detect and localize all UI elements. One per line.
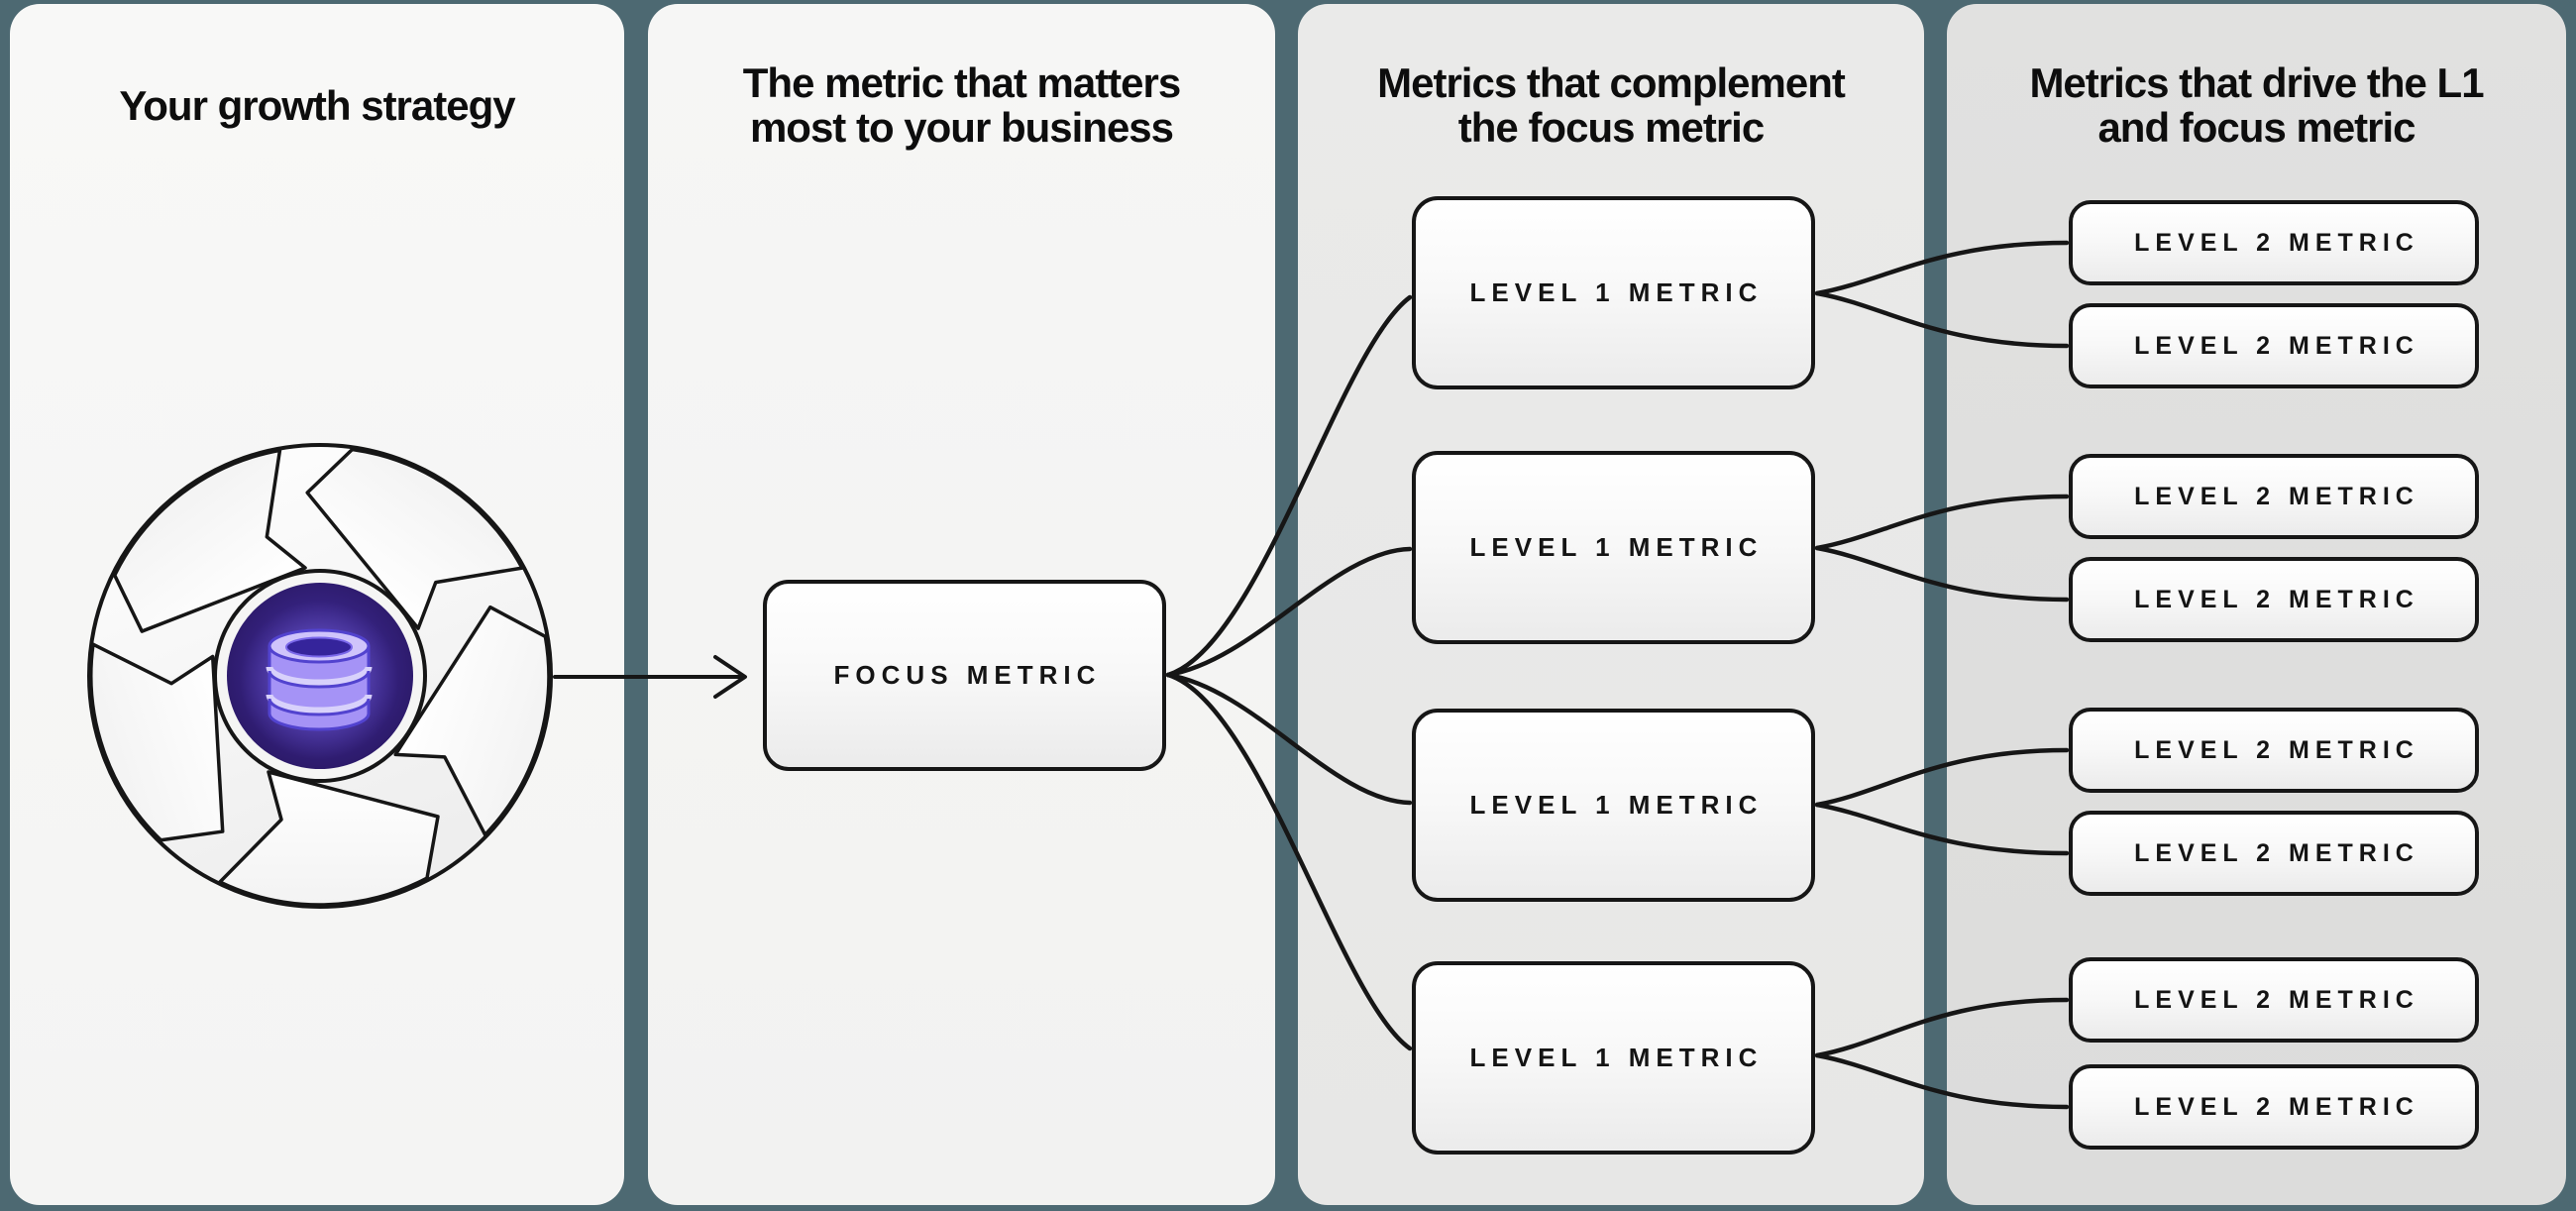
title-line: The metric that matters (742, 59, 1181, 106)
level2-metric-box: LEVEL 2 METRIC (2069, 811, 2479, 896)
panel-growth-strategy-title: Your growth strategy (10, 54, 624, 157)
level2-metric-box: LEVEL 2 METRIC (2069, 454, 2479, 539)
level2-metric-box: LEVEL 2 METRIC (2069, 1064, 2479, 1150)
level1-metric-box: LEVEL 1 METRIC (1412, 709, 1815, 902)
level1-metric-box: LEVEL 1 METRIC (1412, 451, 1815, 644)
panel-level2-metrics-title: Metrics that drive the L1 and focus metr… (1947, 54, 2566, 157)
level2-metric-box: LEVEL 2 METRIC (2069, 708, 2479, 793)
level2-metric-box: LEVEL 2 METRIC (2069, 303, 2479, 388)
panel-level1-metrics-title: Metrics that complement the focus metric (1298, 54, 1924, 157)
title-line: the focus metric (1457, 104, 1765, 151)
level2-metric-box: LEVEL 2 METRIC (2069, 957, 2479, 1043)
level2-metric-box: LEVEL 2 METRIC (2069, 557, 2479, 642)
focus-metric-box: FOCUS METRIC (763, 580, 1166, 771)
title-line: and focus metric (2097, 104, 2415, 151)
title-line: Metrics that complement (1377, 59, 1846, 106)
panel-growth-strategy: Your growth strategy (10, 4, 624, 1205)
title-line: Metrics that drive the L1 (2029, 59, 2484, 106)
panel-focus-metric-title: The metric that matters most to your bus… (648, 54, 1275, 157)
title-line: most to your business (749, 104, 1174, 151)
level1-metric-box: LEVEL 1 METRIC (1412, 196, 1815, 389)
title-line: Your growth strategy (119, 81, 515, 129)
level1-metric-box: LEVEL 1 METRIC (1412, 961, 1815, 1155)
level2-metric-box: LEVEL 2 METRIC (2069, 200, 2479, 285)
